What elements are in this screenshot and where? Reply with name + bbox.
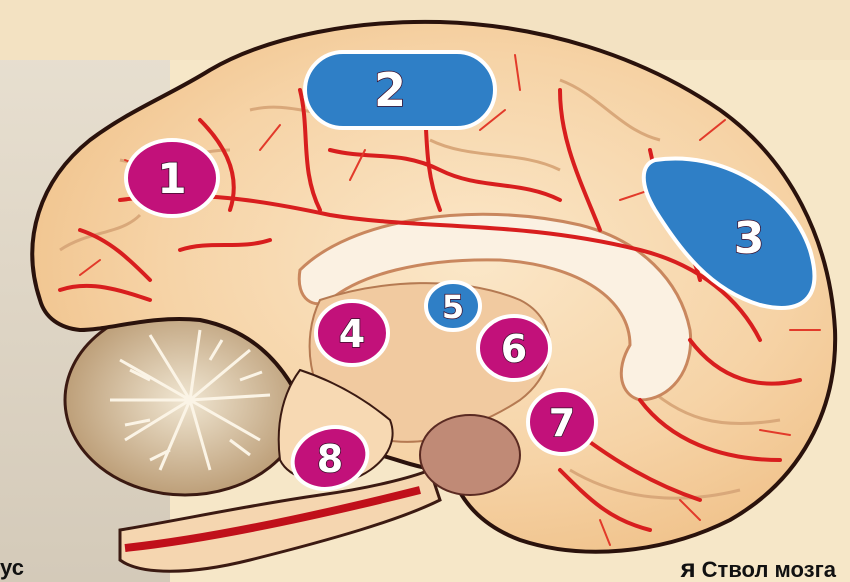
caption-left: ус xyxy=(0,556,24,580)
caption-right: я Ствол мозга xyxy=(680,556,836,582)
caption-right-number: я xyxy=(680,553,695,582)
marker-7-label: 7 xyxy=(549,401,575,445)
marker-5: 5 xyxy=(426,282,480,330)
marker-6: 6 xyxy=(478,316,550,380)
midbrain-structure xyxy=(420,415,520,495)
marker-7: 7 xyxy=(528,390,596,454)
marker-2-label: 2 xyxy=(374,63,406,117)
marker-4: 4 xyxy=(316,301,388,365)
marker-2: 2 xyxy=(305,52,495,128)
marker-1: 1 xyxy=(126,140,218,216)
marker-3-label: 3 xyxy=(734,213,765,264)
marker-4-label: 4 xyxy=(339,312,365,356)
marker-5-label: 5 xyxy=(442,288,464,326)
marker-1-label: 1 xyxy=(157,154,186,203)
marker-6-label: 6 xyxy=(501,327,527,371)
caption-right-text: Ствол мозга xyxy=(702,557,836,582)
marker-8-label: 8 xyxy=(317,437,343,481)
